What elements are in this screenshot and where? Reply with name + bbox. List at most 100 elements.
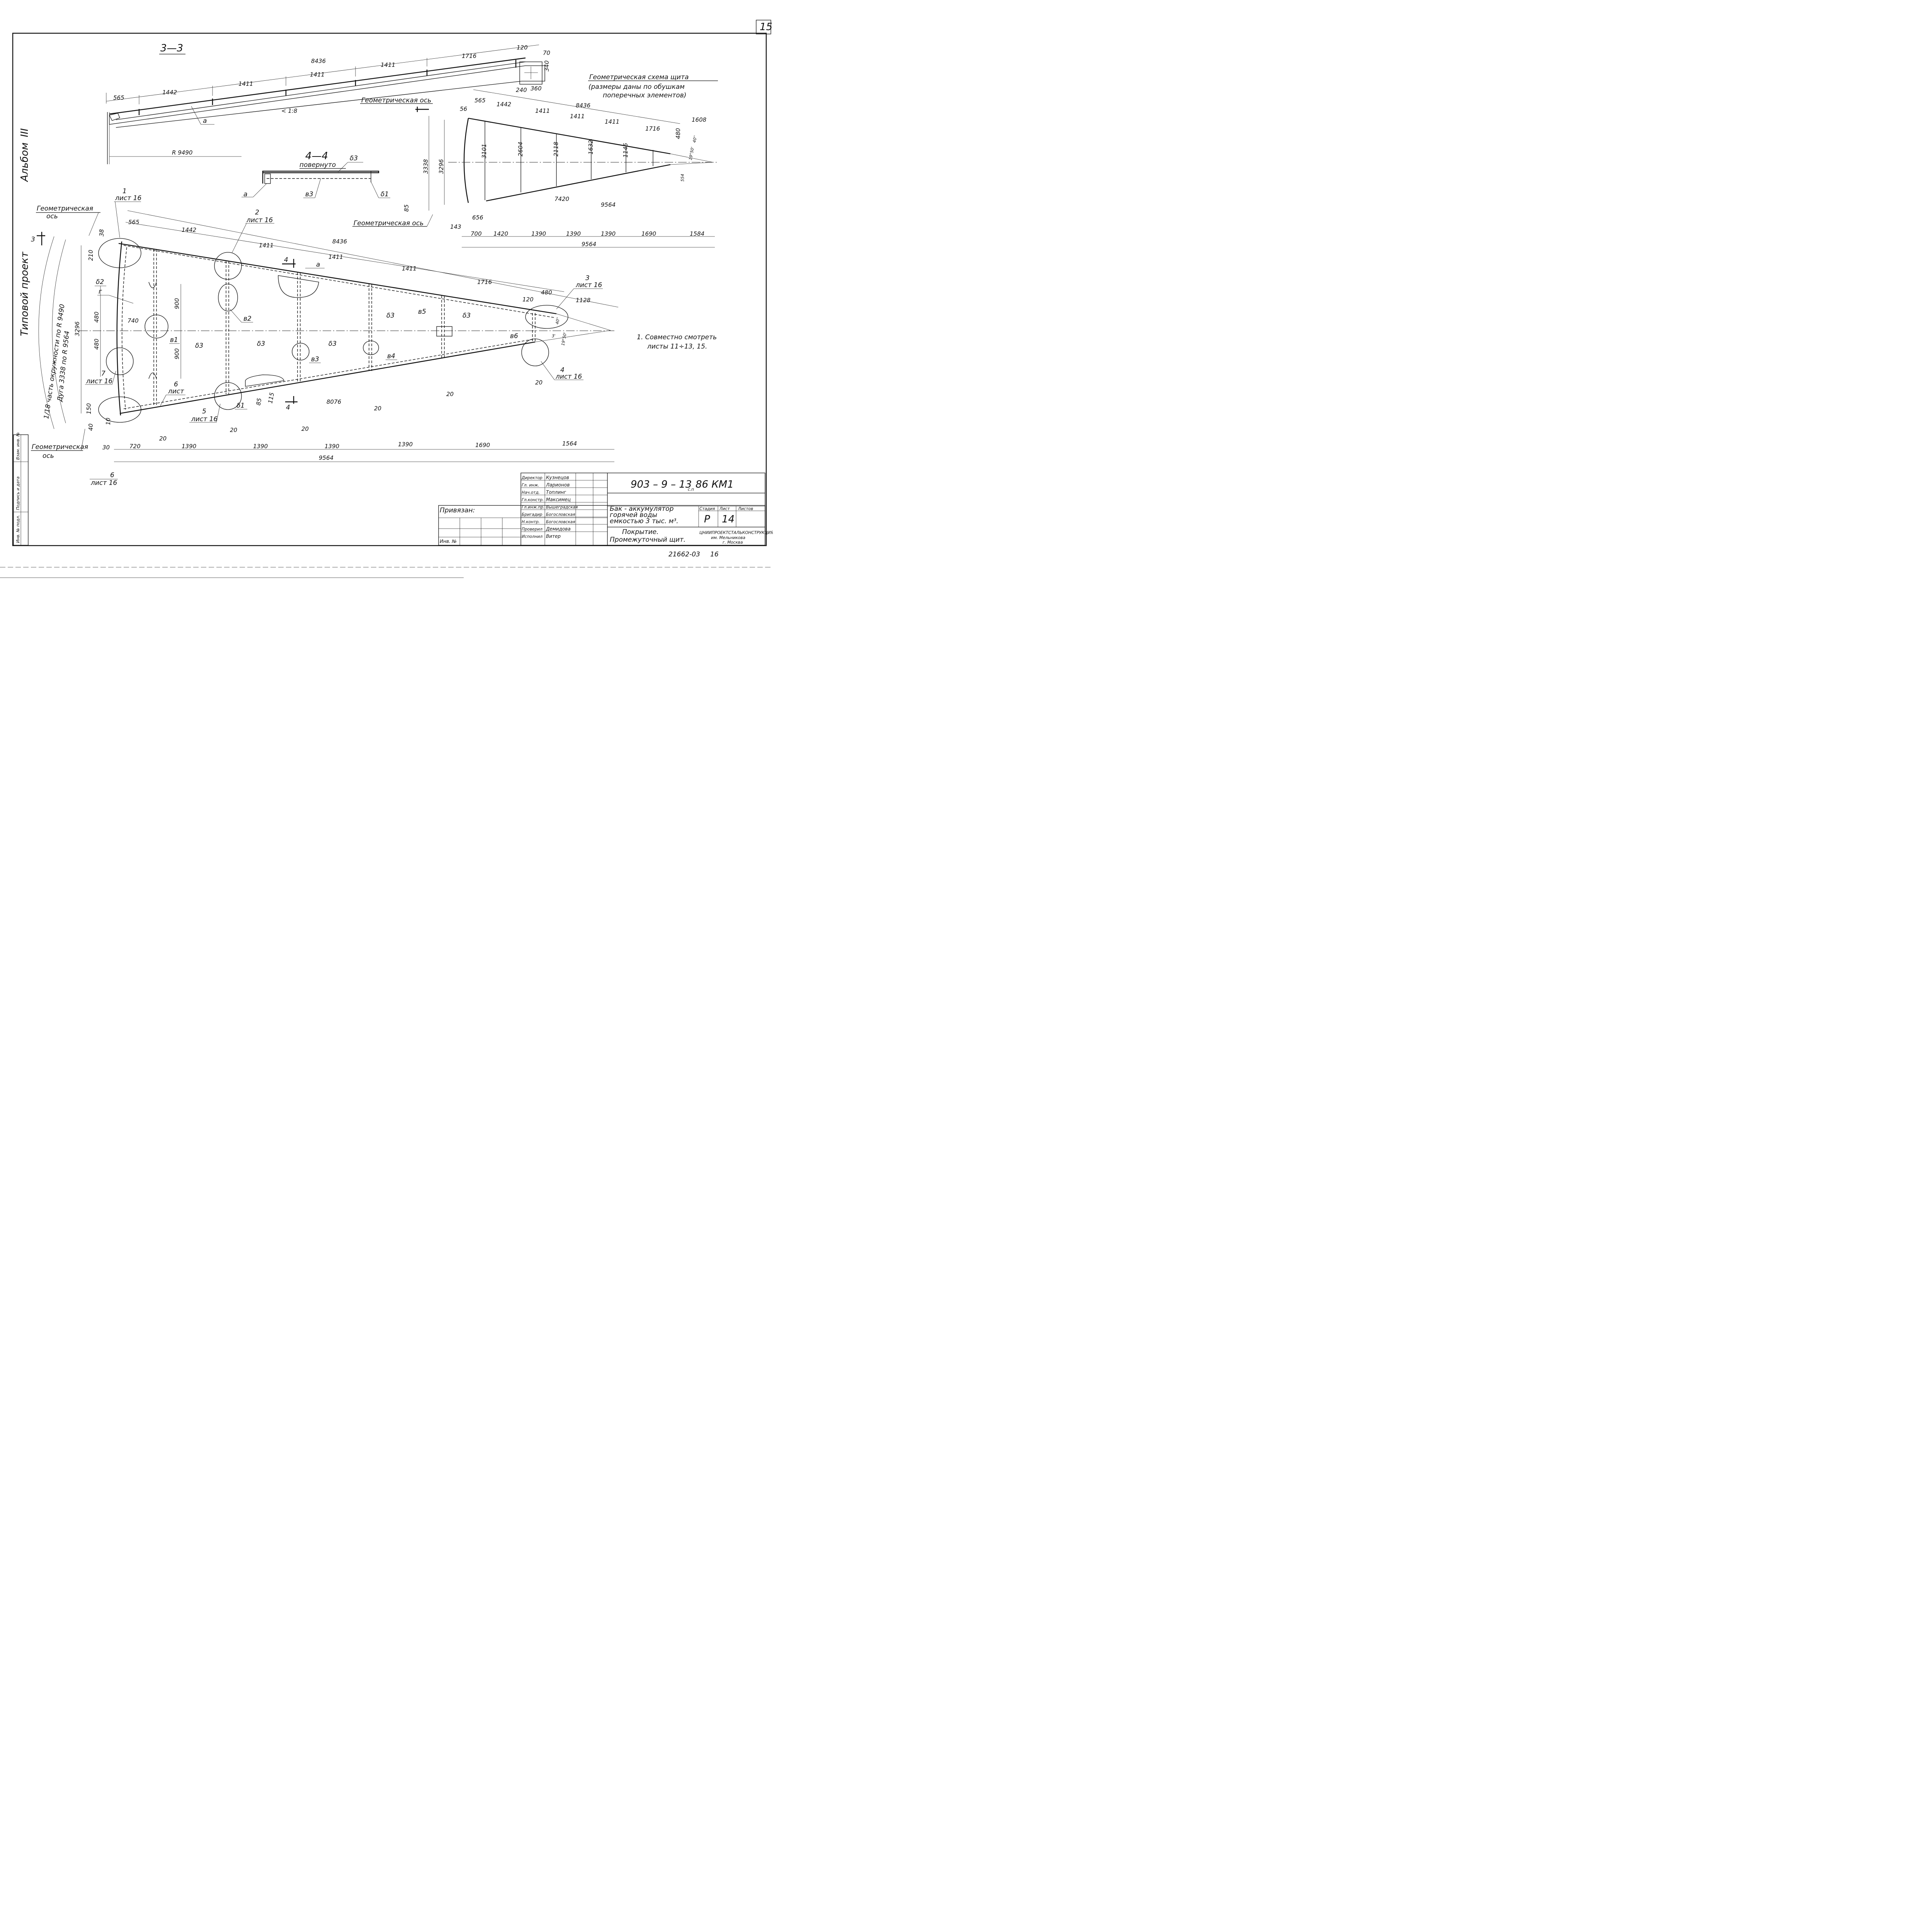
corner-number: 15 (760, 21, 772, 33)
s33-dim-1411-c: 1411 (238, 80, 253, 87)
plan-d-740: 740 (128, 317, 139, 324)
part-d3-c: δ3 (328, 340, 337, 348)
s33-dim-8436: 8436 (311, 58, 326, 65)
doc-code-tail: 86 КМ1 (696, 479, 734, 490)
scheme-d-1411-c: 1411 (605, 118, 619, 125)
plan-v-150: 150 (85, 403, 92, 414)
plan-d-1411-a: 1411 (259, 242, 274, 249)
scheme-b-1390-a: 1390 (531, 230, 546, 237)
plan-v-3296: 3296 (74, 321, 81, 336)
plan-b-1390-c: 1390 (325, 443, 339, 450)
role-6: Н.контр. (522, 520, 540, 524)
name-8: Витер (546, 534, 561, 539)
plan-b-1390-a: 1390 (182, 443, 196, 450)
scheme-b-7420: 7420 (554, 196, 569, 202)
org-line-2: им. Мельникова (711, 536, 745, 540)
callout-7-num: 7 (101, 370, 105, 378)
s44-label-a: а (243, 190, 247, 198)
s44-label-d3: δ3 (350, 155, 358, 162)
callout-6b-num: 6 (110, 471, 114, 479)
name-3: Максимец (546, 497, 571, 502)
part-115: 115 (267, 392, 276, 404)
callout-1-sheet: лист 16 (115, 194, 141, 202)
scheme-subtitle-2: поперечных элементов) (603, 92, 686, 99)
plan-d-1442: 1442 (182, 226, 196, 233)
s44-label-v3: в3 (305, 190, 313, 198)
callout-7-sheet: лист 16 (86, 378, 112, 385)
plan-b-20-d: 20 (374, 405, 381, 412)
role-8: Исполнил (522, 534, 543, 539)
privyazan-label: Привязан: (440, 507, 475, 514)
plan-d-1128: 1128 (576, 297, 590, 304)
scheme-v-85: 85 (403, 204, 410, 212)
bottom-sheet: 16 (710, 551, 719, 558)
sheet-frame (12, 32, 767, 546)
callout-2-num: 2 (255, 209, 259, 216)
part-d3-b: δ3 (257, 340, 265, 348)
drawing-sheet: 15 Альбом III Типовой проект Инв. № подл… (0, 20, 773, 578)
scheme-d-1608: 1608 (692, 116, 706, 123)
plan-v-480-b: 480 (93, 338, 100, 350)
plan-b-9564: 9564 (319, 454, 333, 461)
part-v1: в1 (170, 336, 178, 344)
plan-section-4-bottom: 4 (286, 404, 290, 412)
s33-dim-240: 240 (516, 87, 527, 94)
part-g: г (99, 288, 102, 296)
scheme-d-554: 554 (680, 174, 685, 182)
note-line-2: листы 11÷13, 15. (647, 343, 707, 350)
bottom-code: 21662-03 (668, 551, 700, 558)
sheet-value: 14 (722, 514, 735, 525)
s33-radius: R 9490 (172, 149, 192, 156)
plan-section-mark: 3 (31, 236, 35, 243)
s33-dim-1442: 1442 (162, 89, 177, 96)
name-5: Богословская (546, 512, 575, 517)
part-v2: в2 (243, 315, 252, 323)
callout-5-sheet: лист 16 (191, 415, 218, 423)
scheme-axis-bottom: Геометрическая ось (354, 219, 423, 227)
plan-axis-bottom: Геометрическая (32, 443, 88, 451)
plan-b-20-b: 20 (230, 427, 237, 434)
plan-angle-min: 3' (552, 334, 556, 338)
scheme-title: Геометрическая схема щита (589, 73, 689, 81)
scheme-v-2118: 2118 (553, 142, 560, 156)
section-4-4: 4—4 повернуто δ3 а в3 δ1 (242, 150, 390, 198)
plan-d-38: 38 (98, 229, 105, 236)
s33-dim-1411-a: 1411 (381, 61, 395, 68)
plan-d-1411-b: 1411 (328, 253, 343, 260)
s33-dim-70: 70 (543, 49, 550, 56)
plan-axis-top-2: ось (46, 213, 58, 220)
doc-code-sub: с.п (688, 487, 694, 492)
part-85: 85 (255, 398, 263, 406)
part-d3-a: δ3 (195, 342, 203, 350)
plan-b-8076: 8076 (327, 398, 341, 405)
side-album-label: Альбом (19, 143, 31, 182)
scheme-b-1420: 1420 (493, 230, 508, 237)
s33-dim-340: 340 (543, 60, 550, 71)
org-line-1: ЦНИИПРОЕКТСТАЛЬКОНСТРУКЦИЯ (699, 531, 773, 535)
part-v4: в4 (387, 352, 395, 360)
scheme-b-1390-b: 1390 (566, 230, 581, 237)
s33-dim-1716: 1716 (462, 53, 476, 60)
scheme-axis-top: Геометрическая ось (361, 97, 431, 104)
role-2: Нач.отд. (522, 490, 540, 495)
stamp-inv-podl: Инв. № подл. (16, 515, 20, 543)
scheme-v-143: 143 (450, 223, 461, 230)
callout-2-sheet: лист 16 (246, 216, 273, 224)
scheme-subtitle-1: (размеры даны по обушкам (588, 83, 685, 91)
scheme-v-3101: 3101 (481, 144, 488, 158)
plan-b-1690: 1690 (475, 442, 490, 449)
plan-v-10: 10 (105, 418, 112, 425)
scheme-v-1145: 1145 (622, 143, 629, 158)
scheme-v-3296: 3296 (438, 159, 445, 174)
callout-4-num: 4 (560, 366, 565, 374)
name-4: Вышеградская (546, 505, 578, 510)
note-block: 1. Совместно смотреть листы 11÷13, 15. (637, 333, 717, 350)
callout-1-num: 1 (122, 187, 127, 195)
role-1: Гл. инж. (522, 483, 539, 488)
plan-v-40: 40 (87, 423, 94, 431)
s33-dim-1411-b: 1411 (310, 71, 325, 78)
name-0: Кузнецов (546, 475, 569, 480)
s33-label-a: а (203, 117, 207, 125)
part-d3-d: δ3 (386, 312, 395, 320)
plan-b-720: 720 (129, 443, 141, 450)
